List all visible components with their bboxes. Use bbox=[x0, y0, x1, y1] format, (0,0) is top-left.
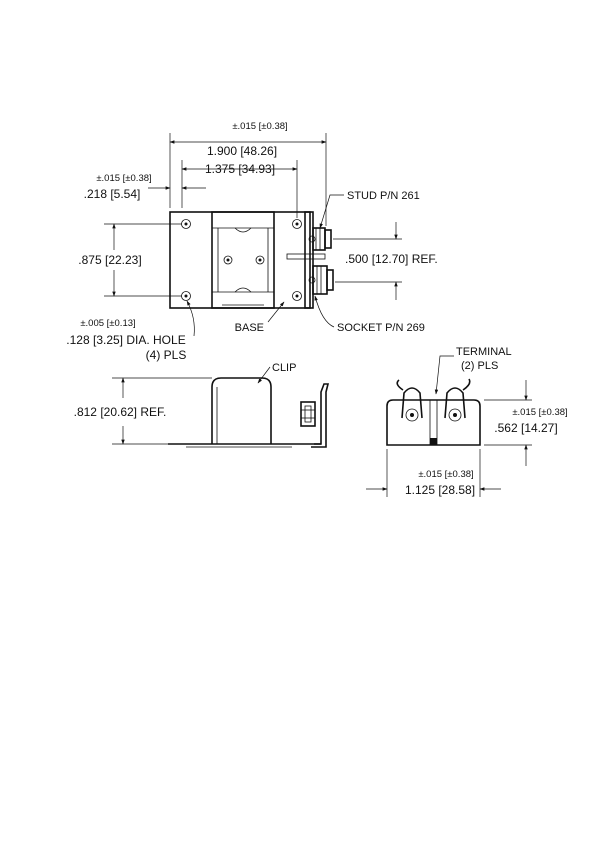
inner-width-dimension: 1.375 [34.93] bbox=[205, 162, 275, 176]
terminal-bracket bbox=[304, 211, 314, 309]
hole-tolerance: ±.005 [±0.13] bbox=[80, 318, 135, 329]
clip-label: CLIP bbox=[272, 362, 296, 374]
stud-label: STUD P/N 261 bbox=[347, 190, 420, 202]
overall-width-dimension: 1.900 [48.26] bbox=[207, 144, 277, 158]
end-view: TERMINAL (2) PLS ±.015 [±0.38] .562 [14.… bbox=[366, 346, 568, 497]
terminal-label: TERMINAL bbox=[456, 346, 512, 358]
terminal-spacing-dimension: .500 [12.70] REF. bbox=[345, 252, 438, 266]
hole-quantity: (4) PLS bbox=[146, 348, 187, 362]
terminal-slot bbox=[286, 253, 326, 260]
terminal-left bbox=[396, 379, 423, 422]
stud-top bbox=[308, 227, 332, 251]
overall-width-tolerance: ±.015 [±0.38] bbox=[232, 121, 287, 132]
base-plate bbox=[169, 211, 311, 309]
end-width-tolerance: ±.015 [±0.38] bbox=[418, 469, 473, 480]
left-offset-tolerance: ±.015 [±0.38] bbox=[96, 173, 151, 184]
clip-side bbox=[211, 377, 272, 444]
socket-label: SOCKET P/N 269 bbox=[337, 322, 425, 334]
terminal-quantity: (2) PLS bbox=[461, 360, 498, 372]
clip-top bbox=[211, 211, 275, 309]
height-dimension: .812 [20.62] REF. bbox=[74, 405, 167, 419]
side-view: .812 [20.62] REF. CLIP bbox=[74, 362, 330, 448]
base-label: BASE bbox=[235, 322, 264, 334]
mount-hole-top-right bbox=[292, 219, 302, 229]
hole-diameter-callout: .128 [3.25] DIA. HOLE bbox=[66, 333, 185, 347]
terminal-side bbox=[300, 401, 316, 427]
terminal-bracket-side bbox=[311, 383, 330, 448]
hole-spacing-dimension: .875 [22.23] bbox=[78, 253, 141, 267]
end-width-dimension: 1.125 [28.58] bbox=[405, 483, 475, 497]
mount-hole-bottom-right bbox=[292, 291, 302, 301]
socket-top bbox=[308, 265, 334, 295]
end-height-tolerance: ±.015 [±0.38] bbox=[512, 407, 567, 418]
end-body bbox=[386, 399, 481, 446]
left-offset-dimension: .218 [5.54] bbox=[84, 187, 141, 201]
terminal-right bbox=[444, 378, 471, 422]
end-height-dimension: .562 [14.27] bbox=[494, 421, 557, 435]
top-view: ±.015 [±0.38] 1.900 [48.26] 1.375 [34.93… bbox=[66, 121, 437, 362]
